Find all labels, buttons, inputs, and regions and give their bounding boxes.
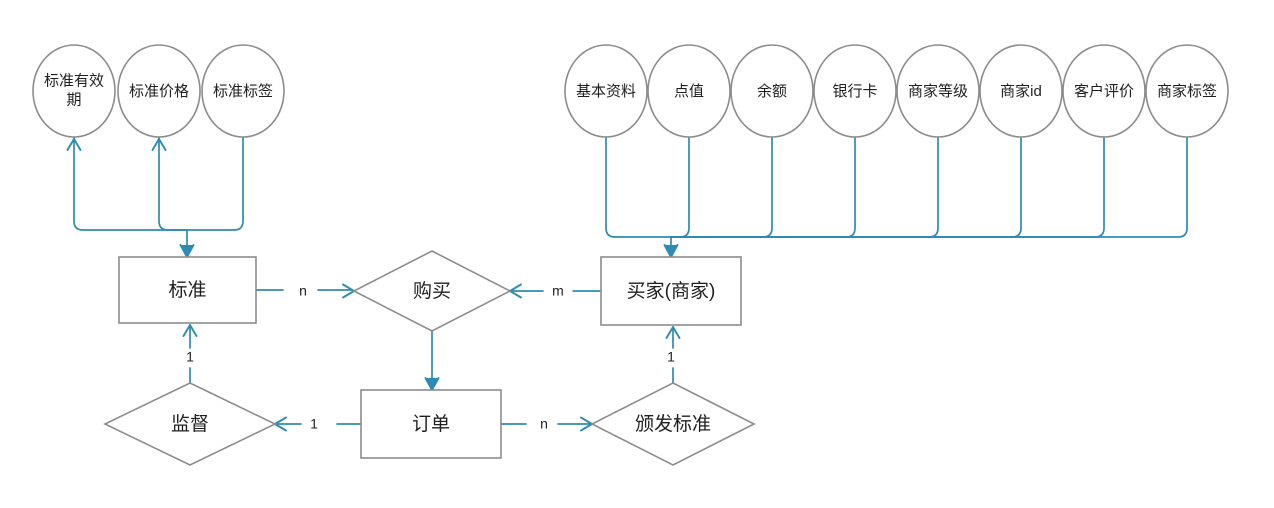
attribute-label: 标准标签 bbox=[213, 83, 273, 100]
attribute-ellipse bbox=[32, 44, 116, 138]
cardinality-standard-purchase: n bbox=[299, 283, 307, 299]
buyer-attributes-stem-2 bbox=[670, 136, 773, 238]
attribute-label: 银行卡 bbox=[832, 83, 877, 100]
standard-attributes-stem-2 bbox=[186, 136, 244, 231]
attribute-label: 商家标签 bbox=[1157, 83, 1217, 100]
entity-order bbox=[360, 389, 502, 459]
connector-layer bbox=[66, 136, 1188, 432]
attribute-label: 标准有效期 bbox=[44, 73, 104, 109]
attribute-standard-attributes-0 bbox=[32, 44, 116, 138]
buyer-attributes-stem-1 bbox=[670, 136, 690, 238]
attribute-ellipse bbox=[896, 44, 980, 138]
attribute-buyer-attributes-7 bbox=[1145, 44, 1229, 138]
attribute-standard-attributes-1 bbox=[117, 44, 201, 138]
relationship-label-purchase: 购买 bbox=[413, 280, 451, 302]
cardinality-issue-buyer: 1 bbox=[667, 349, 675, 365]
entity-buyer bbox=[600, 256, 742, 326]
standard-attributes-attr-arrow-0 bbox=[66, 138, 82, 151]
buyer-attributes-stem-0 bbox=[605, 136, 672, 238]
shape-layer bbox=[32, 44, 1229, 466]
standard-attributes-stem-0 bbox=[73, 136, 188, 231]
attribute-label: 商家等级 bbox=[908, 82, 968, 100]
arrow-supervise-standard bbox=[182, 324, 198, 337]
relationship-issue bbox=[590, 382, 756, 466]
attribute-buyer-attributes-3 bbox=[813, 44, 897, 138]
attribute-buyer-attributes-0 bbox=[564, 44, 648, 138]
buyer-attributes-stem-5 bbox=[670, 136, 1022, 238]
attribute-ellipse bbox=[979, 44, 1063, 138]
attribute-label-line2: 期 bbox=[66, 91, 81, 108]
attribute-ellipse bbox=[813, 44, 897, 138]
standard-attributes-stem-1 bbox=[158, 136, 188, 231]
attribute-buyer-attributes-5 bbox=[979, 44, 1063, 138]
entity-box-standard bbox=[118, 256, 257, 324]
cardinality-supervise-standard: 1 bbox=[186, 349, 194, 365]
buyer-attributes-stem-7 bbox=[670, 136, 1188, 238]
attribute-ellipse bbox=[1062, 44, 1146, 138]
cardinality-order-supervise: 1 bbox=[310, 416, 318, 432]
relationship-supervise bbox=[103, 382, 277, 466]
buyer-attributes-stem-6 bbox=[670, 136, 1105, 238]
buyer-attributes-drop-arrow bbox=[664, 245, 678, 257]
attribute-ellipse bbox=[647, 44, 731, 138]
relationship-label-supervise: 监督 bbox=[171, 413, 209, 435]
attribute-ellipse bbox=[117, 44, 201, 138]
entity-box-order bbox=[360, 389, 502, 459]
standard-attributes-drop-arrow bbox=[180, 245, 194, 257]
attribute-buyer-attributes-6 bbox=[1062, 44, 1146, 138]
entity-standard bbox=[118, 256, 257, 324]
attribute-buyer-attributes-1 bbox=[647, 44, 731, 138]
attribute-ellipse bbox=[1145, 44, 1229, 138]
entity-label-standard: 标准 bbox=[168, 279, 206, 301]
attribute-buyer-attributes-2 bbox=[730, 44, 814, 138]
attribute-label: 基本资料 bbox=[576, 83, 636, 100]
cardinality-order-issue: n bbox=[540, 416, 548, 432]
attribute-ellipse bbox=[730, 44, 814, 138]
entity-label-buyer: 买家(商家) bbox=[627, 280, 716, 302]
attribute-label: 标准价格 bbox=[129, 83, 189, 100]
buyer-attributes-stem-3 bbox=[670, 136, 856, 238]
entity-box-buyer bbox=[600, 256, 742, 326]
arrow-purchase-order bbox=[425, 378, 439, 390]
buyer-attributes-stem-4 bbox=[670, 136, 939, 238]
attribute-label: 客户评价 bbox=[1074, 83, 1134, 100]
attribute-label: 点值 bbox=[674, 83, 704, 100]
cardinality-buyer-purchase: m bbox=[552, 283, 564, 299]
attribute-label-line1: 标准有效 bbox=[44, 73, 104, 90]
attribute-label: 商家id bbox=[1000, 83, 1042, 100]
entity-label-order: 订单 bbox=[412, 413, 450, 435]
attribute-label: 余额 bbox=[757, 82, 787, 100]
relationship-purchase bbox=[352, 250, 512, 332]
attribute-ellipse bbox=[201, 44, 285, 138]
attribute-standard-attributes-2 bbox=[201, 44, 285, 138]
attribute-buyer-attributes-4 bbox=[896, 44, 980, 138]
relationship-label-issue: 颁发标准 bbox=[635, 413, 711, 435]
attribute-ellipse bbox=[564, 44, 648, 138]
arrow-issue-buyer bbox=[665, 326, 681, 339]
standard-attributes-attr-arrow-1 bbox=[151, 138, 167, 151]
